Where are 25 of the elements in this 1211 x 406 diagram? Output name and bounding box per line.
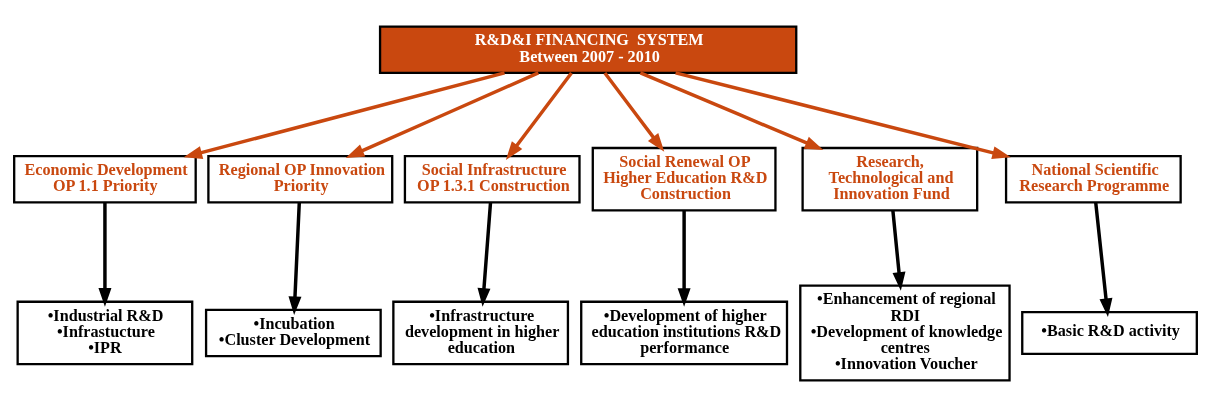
node-box: •Development of higher education institutions R&D performance: [580, 300, 789, 365]
node-box: •Basic R&D activity: [1021, 310, 1198, 355]
arrow: [1094, 201, 1113, 317]
arrow: [677, 210, 691, 307]
arrow: [288, 201, 302, 315]
node-box: •Incubation •Cluster Development: [204, 308, 382, 357]
arrow: [891, 210, 906, 291]
node-box: •Enhancement of regional RDI •Development of knowledge centres •Innovation Voucher: [799, 283, 1011, 382]
arrow: [675, 70, 1011, 159]
node-box: R&D&I FINANCING SYSTEM Between 2007 - 2010: [378, 24, 798, 74]
arrow: [639, 70, 824, 150]
arrow: [345, 70, 540, 158]
arrow: [183, 70, 505, 159]
arrow: [505, 71, 573, 160]
node-box: Economic Development OP 1.1 Priority: [13, 154, 197, 203]
arrow: [98, 201, 112, 307]
node-box: National Scientific Research Programme: [1004, 154, 1182, 203]
node-box: Social Infrastructure OP 1.3.1 Construction: [403, 154, 581, 203]
arrow: [477, 201, 493, 307]
node-box: Social Renewal OP Higher Education R&D Construction: [591, 146, 777, 212]
node-box: Research, Technological and Innovation Fund: [801, 146, 979, 212]
node-box: •Industrial R&D •Infrastucture •IPR: [16, 300, 194, 365]
arrow: [603, 71, 665, 152]
node-box: Regional OP Innovation Priority: [207, 154, 394, 203]
node-box: •Infrastructure development in higher education: [392, 300, 570, 365]
